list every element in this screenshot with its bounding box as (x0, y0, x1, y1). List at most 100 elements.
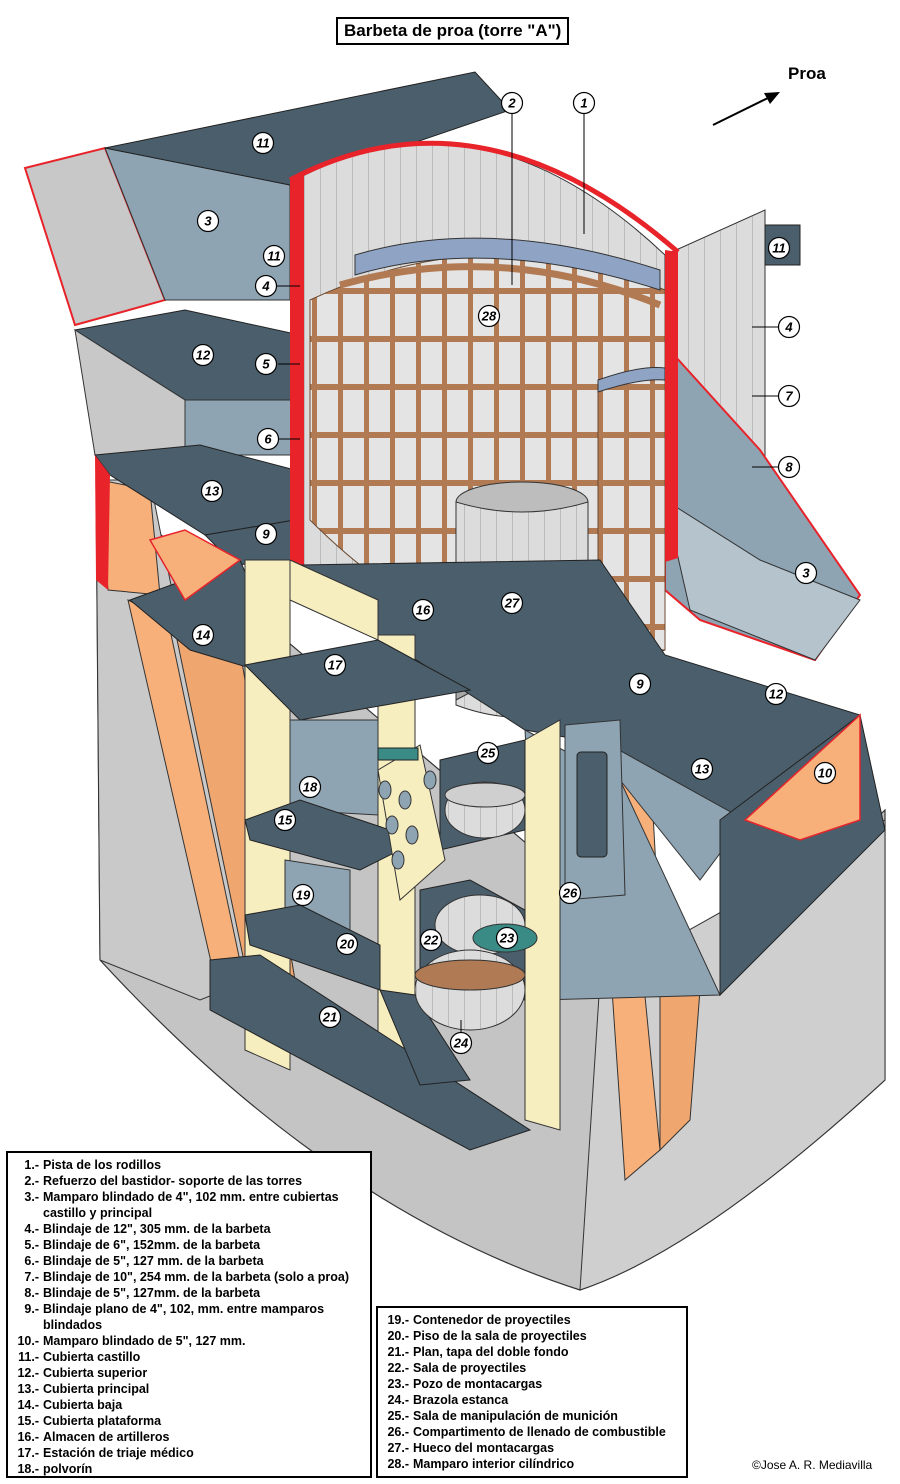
legend-item: 11.-Cubierta castillo (14, 1349, 368, 1365)
callout-number: 11 (267, 249, 281, 264)
legend-text: Blindaje de 12", 305 mm. de la barbeta (43, 1222, 271, 1236)
callout-6: 6 (256, 427, 280, 451)
legend-text: Cubierta principal (43, 1382, 150, 1396)
callout-3: 3 (196, 209, 220, 233)
callout-10: 10 (813, 761, 837, 785)
legend-item: 2.- Refuerzo del bastidor- soporte de las… (14, 1173, 368, 1189)
callout-22: 22 (419, 928, 443, 952)
legend-text: Blindaje de 5", 127 mm. de la barbeta (43, 1254, 264, 1268)
callout-number: 17 (328, 658, 343, 673)
handling-room-plate (377, 744, 446, 901)
legend-text: Hueco del montacargas (413, 1441, 555, 1455)
callout-18: 18 (298, 775, 322, 799)
legend-number: 22.- (387, 1361, 409, 1375)
callout-number: 6 (264, 432, 272, 447)
callout-13: 13 (690, 757, 714, 781)
callout-number: 12 (196, 348, 211, 363)
callout-number: 4 (261, 279, 270, 294)
legend-number: 8.- (24, 1286, 39, 1300)
callout-number: 16 (416, 603, 431, 618)
legend-text: Blindaje de 10", 254 mm. de la barbeta (… (43, 1270, 350, 1284)
legend-item: 13.- Cubierta principal (14, 1381, 368, 1397)
callout-2: 2 (500, 91, 524, 115)
legend-item: 25.-Sala de manipulación de munición (384, 1408, 684, 1424)
legend-item: 28.-Mamparo interior cilíndrico (384, 1456, 684, 1472)
legend-number: 2.- (24, 1174, 39, 1188)
callout-number: 7 (785, 389, 793, 404)
legend-number: 14.- (17, 1398, 39, 1412)
callout-14: 14 (191, 623, 215, 647)
callout-number: 28 (481, 309, 497, 324)
legend-text: Almacen de artilleros (43, 1430, 170, 1444)
callout-7: 7 (777, 384, 801, 408)
leader-lines (276, 113, 779, 1032)
legend-item: 27.-Hueco del montacargas (384, 1440, 684, 1456)
legend-text: Blindaje plano de 4", 102, mm. entre mam… (43, 1302, 325, 1332)
callout-4: 4 (254, 274, 278, 298)
legend-text: Plan, tapa del doble fondo (413, 1345, 569, 1359)
callout-number: 5 (262, 357, 270, 372)
callout-number: 26 (562, 886, 578, 901)
legend-text: Blindaje de 5", 127mm. de la barbeta (43, 1286, 261, 1300)
legend-item: 8.- Blindaje de 5", 127mm. de la barbeta (14, 1285, 368, 1301)
legend-item: 18.-polvorín (14, 1461, 368, 1477)
callout-number: 13 (205, 484, 220, 499)
callout-15: 15 (273, 808, 297, 832)
legend-number: 3.- (24, 1190, 39, 1204)
legend-number: 12.- (17, 1366, 39, 1380)
callout-20: 20 (335, 932, 359, 956)
legend-number: 15.- (17, 1414, 39, 1428)
callout-25: 25 (476, 741, 500, 765)
legend-text: Refuerzo del bastidor- soporte de las to… (43, 1174, 303, 1188)
legend-number: 5.- (24, 1238, 39, 1252)
legend-text: Cubierta baja (43, 1398, 123, 1412)
legend-number: 16.- (17, 1430, 39, 1444)
callout-number: 1 (580, 96, 587, 111)
callout-number: 13 (695, 762, 710, 777)
callout-13: 13 (200, 479, 224, 503)
legend-number: 26.- (387, 1425, 409, 1439)
callout-number: 25 (480, 746, 496, 761)
callout-number: 23 (499, 931, 515, 946)
legend-item: 17.-Estación de triaje médico (14, 1445, 368, 1461)
barbette-exterior-right (664, 209, 862, 662)
legend-number: 13.- (17, 1382, 39, 1396)
callout-4: 4 (777, 315, 801, 339)
callout-9: 9 (628, 672, 652, 696)
callout-number: 9 (636, 677, 644, 692)
legend-item: 10.-Mamparo blindado de 5", 127 mm. (14, 1333, 368, 1349)
legend-item: 12.-Cubierta superior (14, 1365, 368, 1381)
legend-item: 4.-Blindaje de 12", 305 mm. de la barbet… (14, 1221, 368, 1237)
callout-24: 24 (449, 1031, 473, 1055)
legend-text: Mamparo interior cilíndrico (413, 1457, 575, 1471)
callout-number: 21 (322, 1010, 337, 1025)
callout-number: 14 (196, 628, 211, 643)
callout-number: 20 (339, 937, 355, 952)
callout-number: 11 (772, 241, 786, 256)
callout-11: 11 (767, 236, 791, 260)
legend-number: 18.- (17, 1462, 39, 1476)
legend-item: 24.-Brazola estanca (384, 1392, 684, 1408)
legend-text: Mamparo blindado de 4", 102 mm. entre cu… (43, 1190, 339, 1220)
callout-21: 21 (318, 1005, 342, 1029)
forward-arrow (712, 92, 780, 126)
callout-number: 22 (423, 933, 439, 948)
callout-number: 24 (453, 1036, 469, 1051)
callout-11: 11 (262, 244, 286, 268)
callout-27: 27 (500, 591, 524, 615)
callout-number: 12 (769, 687, 784, 702)
legend-text: Mamparo blindado de 5", 127 mm. (43, 1334, 246, 1348)
legend-number: 23.- (387, 1377, 409, 1391)
legend-text: Pozo de montacargas (413, 1377, 543, 1391)
legend-item: 14.- Cubierta baja (14, 1397, 368, 1413)
legend-number: 20.- (387, 1329, 409, 1343)
legend-item: 7.-Blindaje de 10", 254 mm. de la barbet… (14, 1269, 368, 1285)
callout-12: 12 (191, 343, 215, 367)
legend-text: Cubierta castillo (43, 1350, 141, 1364)
direction-label: Proa (788, 64, 826, 83)
legend-item: 22.- Sala de proyectiles (384, 1360, 684, 1376)
legend-text: Sala de proyectiles (413, 1361, 527, 1375)
